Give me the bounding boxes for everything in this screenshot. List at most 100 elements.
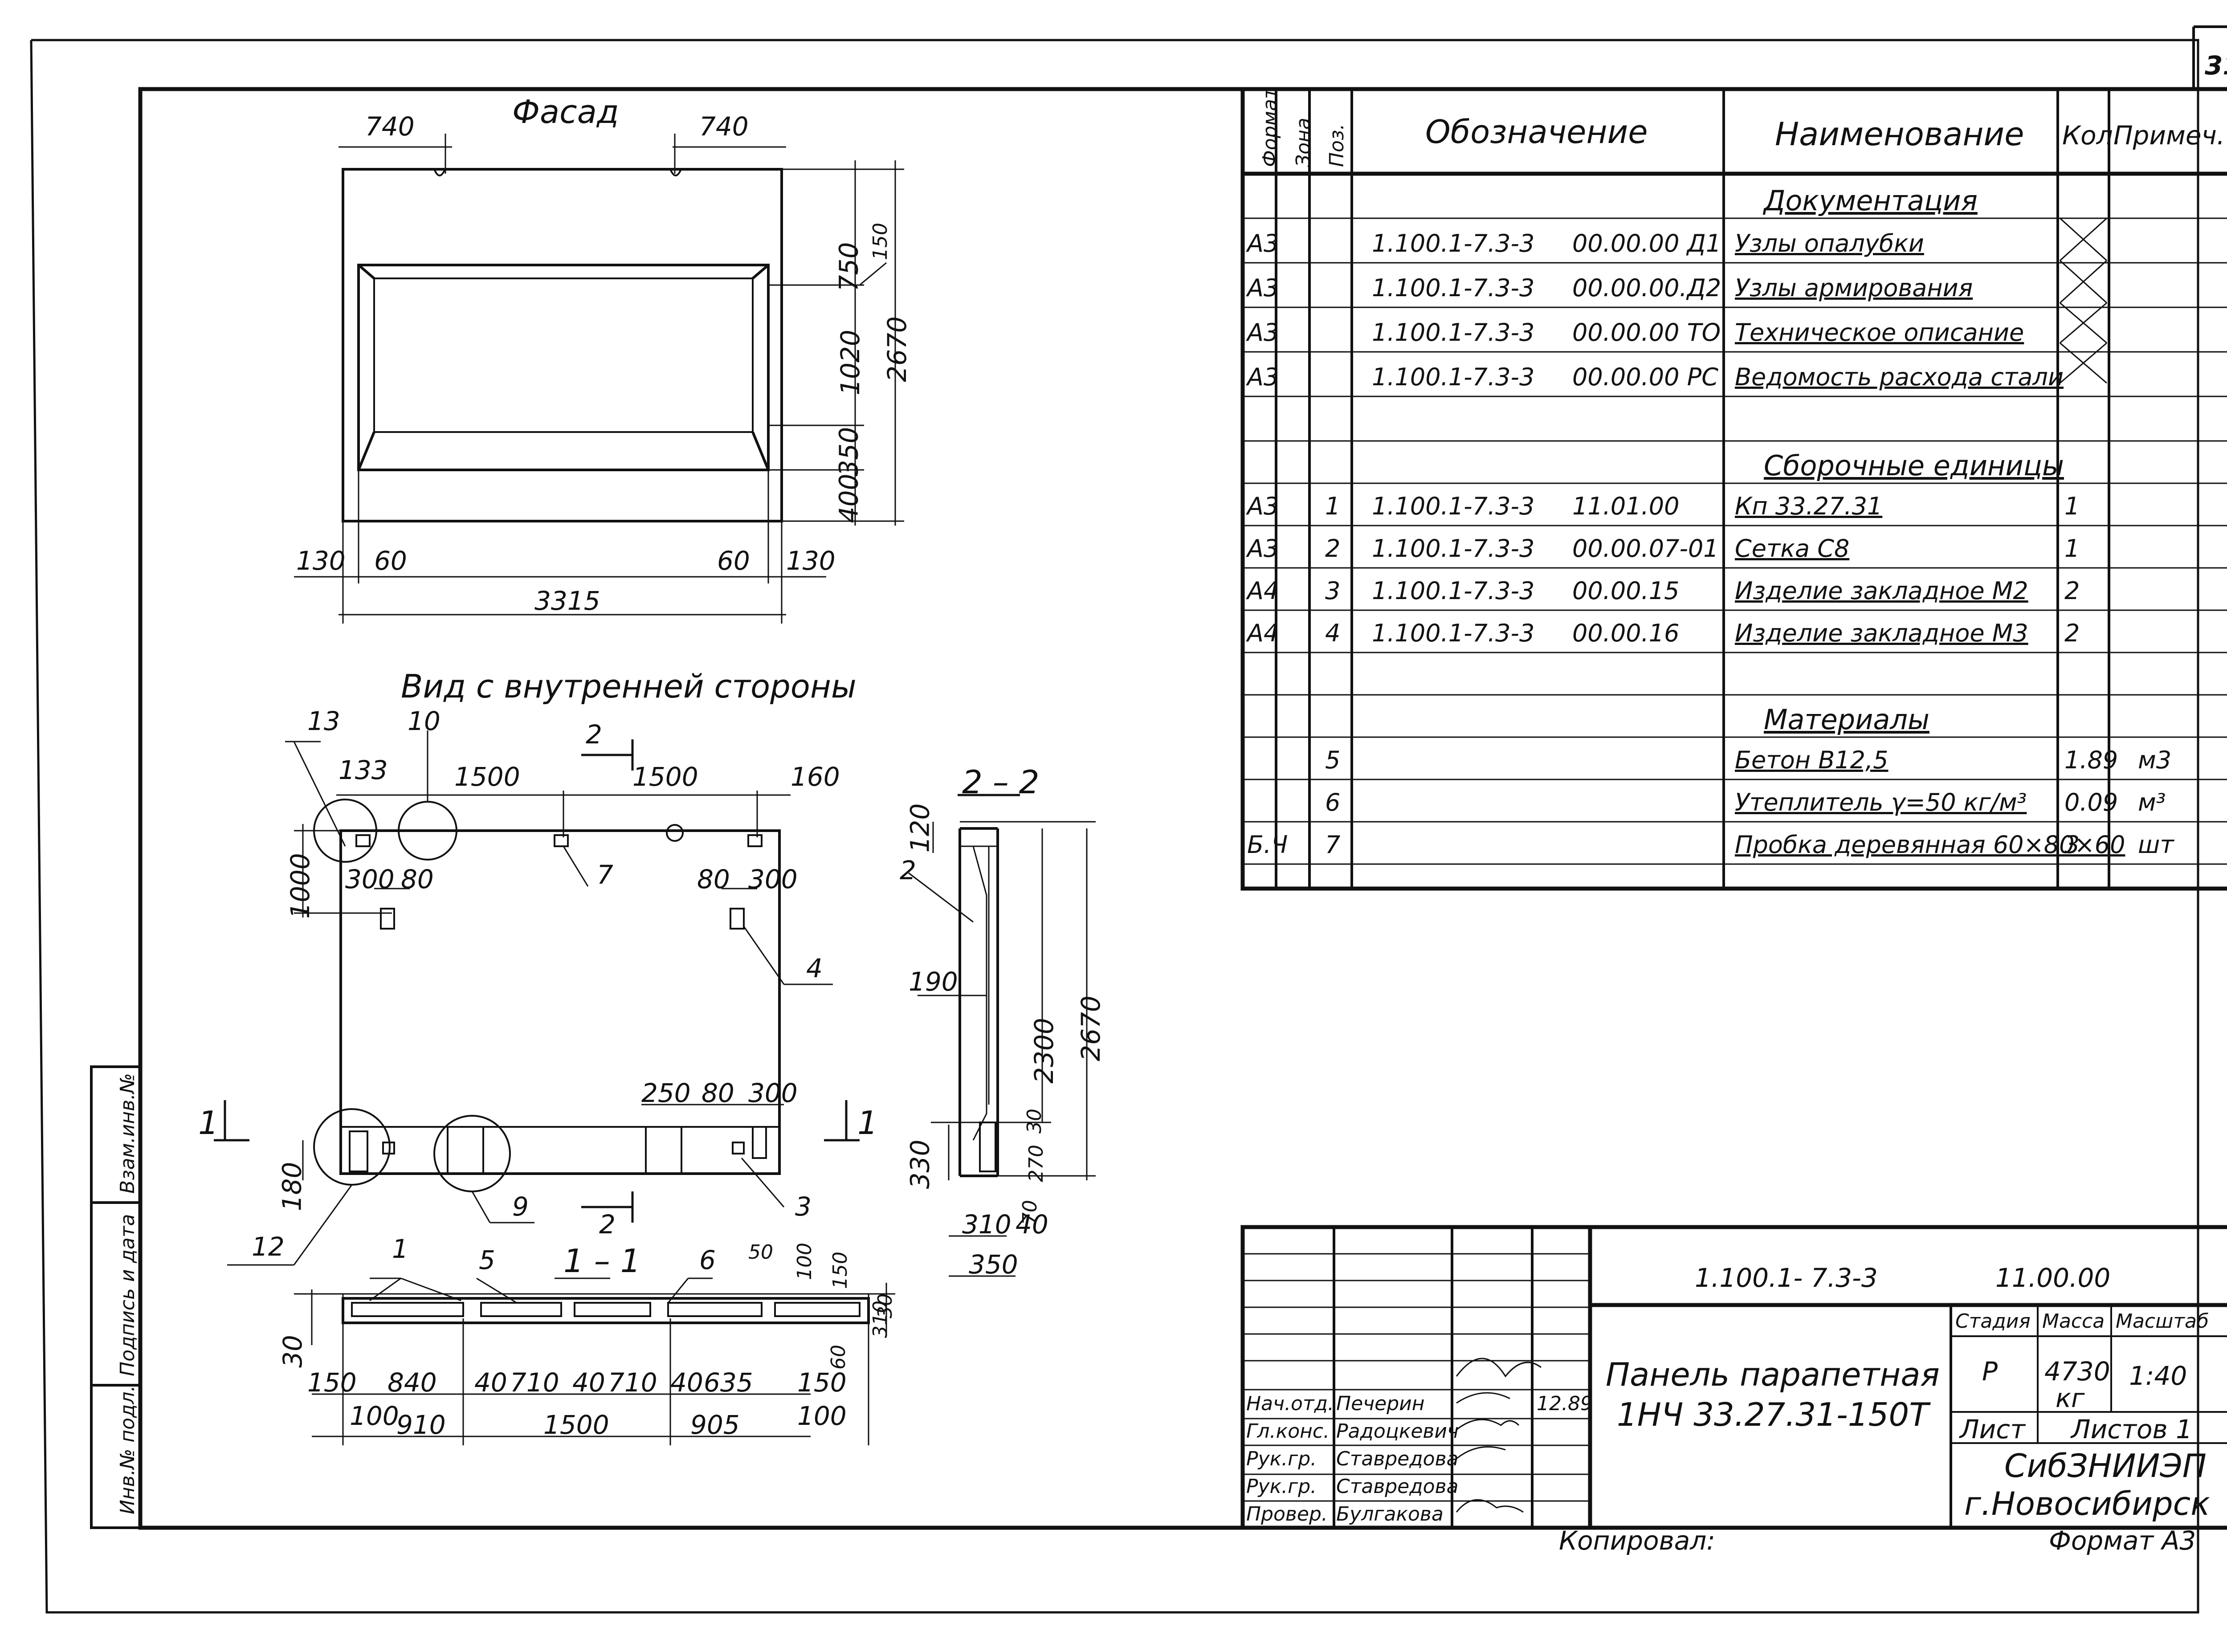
inner-label: 4	[806, 953, 823, 983]
spec-code2: 00.00.15	[1572, 577, 1680, 605]
sec11-label: 1500	[543, 1410, 609, 1440]
sec11-label: 905	[690, 1410, 740, 1440]
inner-label: 1000	[285, 853, 315, 919]
sec11-label: 50	[748, 1241, 773, 1264]
spec-pos: 6	[1325, 788, 1341, 816]
facade-dim: 60	[374, 546, 407, 576]
spec-format: А3	[1247, 229, 1279, 257]
inner-label: 7	[597, 860, 613, 890]
mass-label: Масса	[2042, 1310, 2105, 1333]
spec-code2: 00.00.00 РС	[1572, 363, 1718, 391]
facade-dim: 740	[365, 111, 415, 142]
scale-label: Масштаб	[2116, 1310, 2209, 1333]
org-city: г.Новосибирск	[1964, 1485, 2210, 1522]
sec11-label: 6	[699, 1245, 716, 1275]
facade-title: Фасад	[512, 93, 619, 131]
approval-role: Гл.конс.	[1246, 1420, 1330, 1443]
spec-name: Утеплитель γ=50 кг/м³	[1735, 788, 2027, 816]
sheet-format: Формат А3	[2049, 1526, 2196, 1556]
side-stamp	[90, 1065, 142, 1529]
inner-label: 80	[702, 1078, 734, 1108]
inner-label: 12	[252, 1232, 285, 1262]
inner-label: 10	[408, 706, 441, 736]
section-1-1-title: 1 – 1	[563, 1242, 641, 1280]
spec-name: Пробка деревянная 60×80×60	[1735, 831, 2125, 859]
spec-qty: 1.89	[2064, 746, 2118, 774]
spec-header-note: Примеч.	[2113, 120, 2225, 151]
spec-format: А3	[1247, 492, 1279, 520]
sec22-label: 330	[905, 1139, 935, 1189]
spec-name: Документация	[1764, 184, 1978, 217]
spec-name: Изделие закладное М3	[1735, 619, 2028, 647]
facade-dim: 1020	[835, 330, 865, 396]
spec-format: Б.Ч	[1247, 831, 1288, 859]
approval-name: Ставредова	[1336, 1475, 1459, 1498]
facade-dim: 400	[833, 473, 864, 523]
approval-name: Печерин	[1336, 1392, 1425, 1415]
inner-label: 80	[697, 864, 730, 894]
spec-qty: 0.09	[2064, 788, 2118, 816]
sheets-label: Листов 1	[2071, 1414, 2192, 1444]
facade-dim: 750	[833, 242, 864, 292]
scale-value: 1:40	[2129, 1361, 2187, 1391]
inner-label: 1500	[632, 762, 698, 792]
spec-pos: 5	[1325, 746, 1341, 774]
sec11-label: 1	[392, 1234, 408, 1264]
sec11-label: 100	[797, 1401, 847, 1431]
sec11-label: 60	[827, 1345, 850, 1370]
spec-name: Бетон В12,5	[1735, 746, 1888, 774]
sec11-label: 710	[608, 1367, 657, 1398]
sec11-label: 150	[307, 1367, 357, 1398]
sec22-label: 270	[1024, 1145, 1048, 1182]
spec-code2: 00.00.00 ТО	[1572, 318, 1721, 347]
sec22-label: 190	[909, 967, 958, 997]
sec11-label: 40	[670, 1367, 703, 1398]
spec-header-format: Формат	[1259, 87, 1281, 167]
inner-label: 133	[339, 755, 388, 785]
sheet-number: 31	[2205, 50, 2227, 81]
spec-header-qty: Кол.	[2062, 120, 2121, 151]
approval-name: Радоцкевич	[1336, 1420, 1459, 1443]
inner-label: 300	[748, 1078, 798, 1108]
facade-dim: 2670	[881, 316, 912, 382]
sec11-label: 100	[350, 1401, 399, 1431]
sec11-label: 100	[793, 1243, 816, 1280]
spec-pos: 7	[1325, 831, 1341, 859]
facade-dim: 150	[869, 223, 892, 260]
spec-header-pos: Поз.	[1326, 123, 1348, 167]
sec22-label: 40	[1016, 1209, 1048, 1240]
spec-name: Сборочные единицы	[1764, 449, 2064, 482]
doc-code-2: 11.00.00	[1995, 1263, 2111, 1293]
facade-dim: 130	[296, 546, 346, 576]
spec-pos: 1	[1325, 492, 1341, 520]
spec-code: 1.100.1-7.3-3	[1372, 492, 1535, 520]
spec-code: 1.100.1-7.3-3	[1372, 274, 1535, 302]
facade-dim: 740	[699, 111, 749, 142]
spec-code2: 00.00.00.Д2	[1572, 274, 1721, 302]
spec-code2: 00.00.07-01	[1572, 534, 1719, 563]
section-mark-1: 1	[857, 1104, 878, 1142]
spec-format: А4	[1247, 577, 1279, 605]
inner-label: 160	[791, 762, 840, 792]
section-2-2-drawing	[908, 794, 1096, 1277]
spec-name: Техническое описание	[1735, 318, 2024, 347]
inner-label: 300	[748, 864, 798, 894]
spec-name: Сетка С8	[1735, 534, 1850, 563]
product-mark: 1НЧ 33.27.31-150Т	[1617, 1396, 1929, 1433]
sec22-label: 310	[962, 1209, 1012, 1240]
inner-label: 80	[401, 864, 434, 894]
approval-role: Провер.	[1246, 1503, 1328, 1526]
sec11-label: 30	[277, 1335, 308, 1368]
sheet-label: Лист	[1960, 1414, 2025, 1444]
spec-note: м3	[2138, 746, 2172, 774]
spec-name: Узлы армирования	[1735, 274, 1973, 302]
sec22-label: 30	[1023, 1109, 1046, 1134]
spec-pos: 3	[1325, 577, 1341, 605]
spec-qty: 3	[2064, 831, 2080, 859]
sec11-label: 40	[474, 1367, 507, 1398]
stamp-sign-date: Подпись и дата	[116, 1214, 139, 1376]
sec11-label: 150	[828, 1252, 852, 1289]
spec-name: Узлы опалубки	[1735, 229, 1924, 257]
sec11-label: 910	[396, 1410, 446, 1440]
spec-table	[1240, 87, 2227, 891]
